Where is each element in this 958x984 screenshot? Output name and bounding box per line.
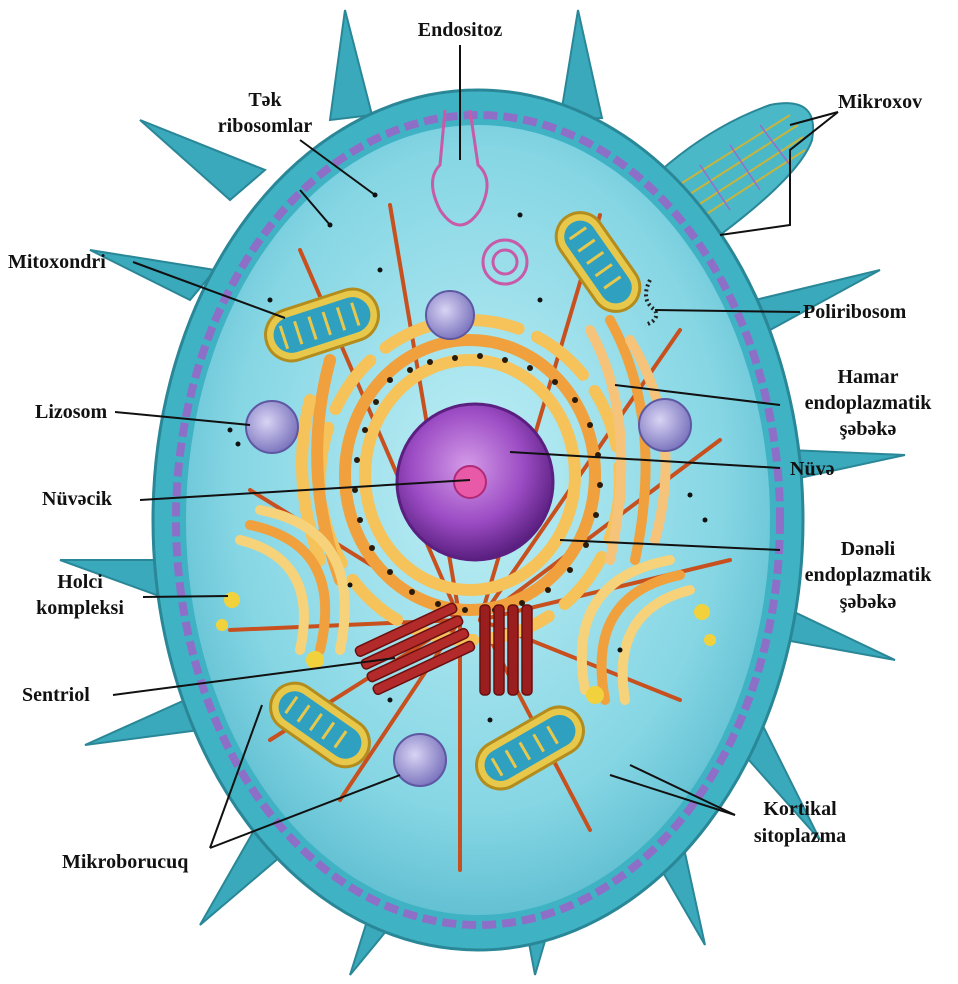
label-kortikal-line2: sitoplazma: [754, 825, 846, 847]
label-kortikal-line1: Kortikal: [763, 798, 837, 820]
label-poliribosom: Poliribosom: [803, 301, 907, 323]
label-holci-line2: kompleksi: [36, 597, 124, 619]
label-lizosom: Lizosom: [35, 401, 108, 423]
label-tek-ribosomlar-line2: ribosomlar: [218, 115, 313, 137]
nucleolus: [454, 466, 486, 498]
label-mitoxondri: Mitoxondri: [8, 251, 106, 273]
label-deneli-line1: Dənəli: [841, 538, 896, 560]
label-hamar-line2: endoplazmatik: [805, 392, 933, 414]
label-mikroxov: Mikroxov: [838, 91, 922, 113]
label-hamar-line3: şəbəkə: [840, 418, 897, 440]
label-tek-ribosomlar-line1: Tək: [248, 89, 282, 111]
label-endositoz: Endositoz: [418, 19, 503, 41]
label-nuvecik: Nüvəcik: [42, 488, 113, 510]
label-holci-line1: Holci: [57, 571, 103, 593]
label-deneli-line2: endoplazmatik: [805, 564, 933, 586]
label-hamar-line1: Hamar: [837, 366, 898, 388]
label-mikroborucuq: Mikroborucuq: [62, 851, 188, 873]
label-deneli-line3: şəbəkə: [840, 591, 897, 613]
label-nuve: Nüvə: [790, 458, 835, 480]
label-sentriol: Sentriol: [22, 684, 90, 706]
